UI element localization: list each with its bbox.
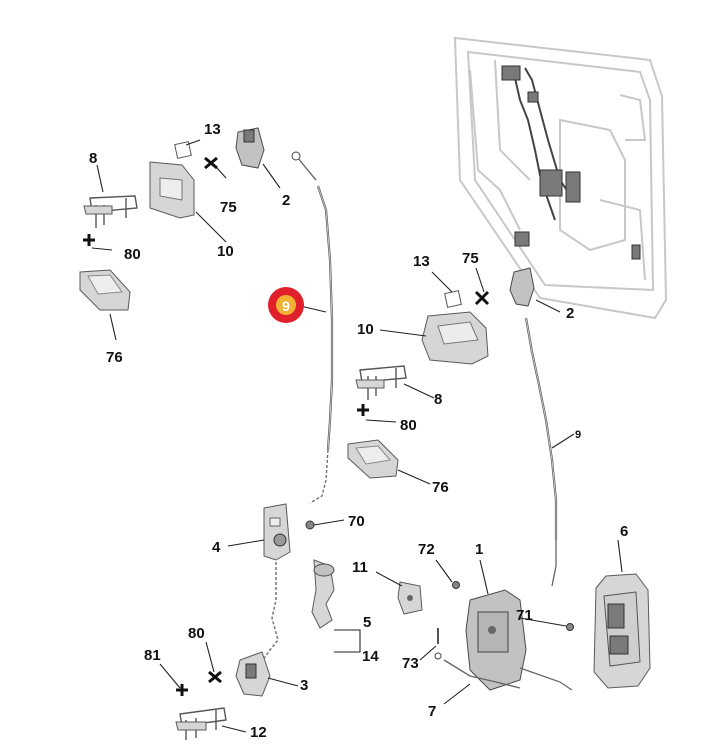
right-lower-lock-group (397, 573, 651, 691)
highlight-marker-9[interactable]: 9 (268, 287, 304, 323)
leader-lines (91, 139, 623, 733)
callout-4: 4 (212, 539, 221, 556)
callout-80: 80 (124, 246, 141, 263)
right-upper-hinge-group (347, 267, 535, 479)
callout-81: 81 (144, 647, 161, 664)
callout-80-right: 80 (400, 417, 417, 434)
callout-3: 3 (300, 677, 308, 694)
callout-8: 8 (89, 150, 97, 167)
callout-2: 2 (282, 192, 290, 209)
callout-12: 12 (250, 724, 267, 741)
callout-13: 13 (204, 121, 221, 138)
left-lower-lock-group (175, 503, 335, 740)
callout-11: 11 (352, 559, 368, 576)
callout-8-right: 8 (434, 391, 442, 408)
callout-73: 73 (402, 655, 419, 672)
callout-75-right: 75 (462, 250, 479, 267)
callout-72: 72 (418, 541, 435, 558)
highlight-label: 9 (282, 298, 290, 314)
callout-7: 7 (428, 703, 436, 720)
callout-2-right: 2 (566, 305, 574, 322)
left-upper-hinge-group (79, 127, 265, 311)
callout-10-right: 10 (357, 321, 374, 338)
callout-labels: 8 13 75 2 80 10 76 13 75 2 10 8 80 76 9 … (89, 121, 628, 741)
callout-75: 75 (220, 199, 237, 216)
cable-9-left (291, 151, 334, 504)
callout-6: 6 (620, 523, 628, 540)
callout-9-right: 9 (575, 429, 581, 441)
callout-76-right: 76 (432, 479, 449, 496)
callout-10: 10 (217, 243, 234, 260)
callout-76: 76 (106, 349, 123, 366)
cable-9-right (524, 317, 558, 587)
rear-door-illustration (453, 36, 668, 320)
callout-70: 70 (348, 513, 365, 530)
callout-13-right: 13 (413, 253, 430, 270)
callout-14: 14 (362, 648, 379, 665)
callout-1: 1 (475, 541, 483, 558)
screw-icon (204, 156, 218, 170)
callout-80-lower: 80 (188, 625, 205, 642)
callout-5: 5 (363, 614, 371, 631)
callout-71: 71 (516, 607, 533, 624)
